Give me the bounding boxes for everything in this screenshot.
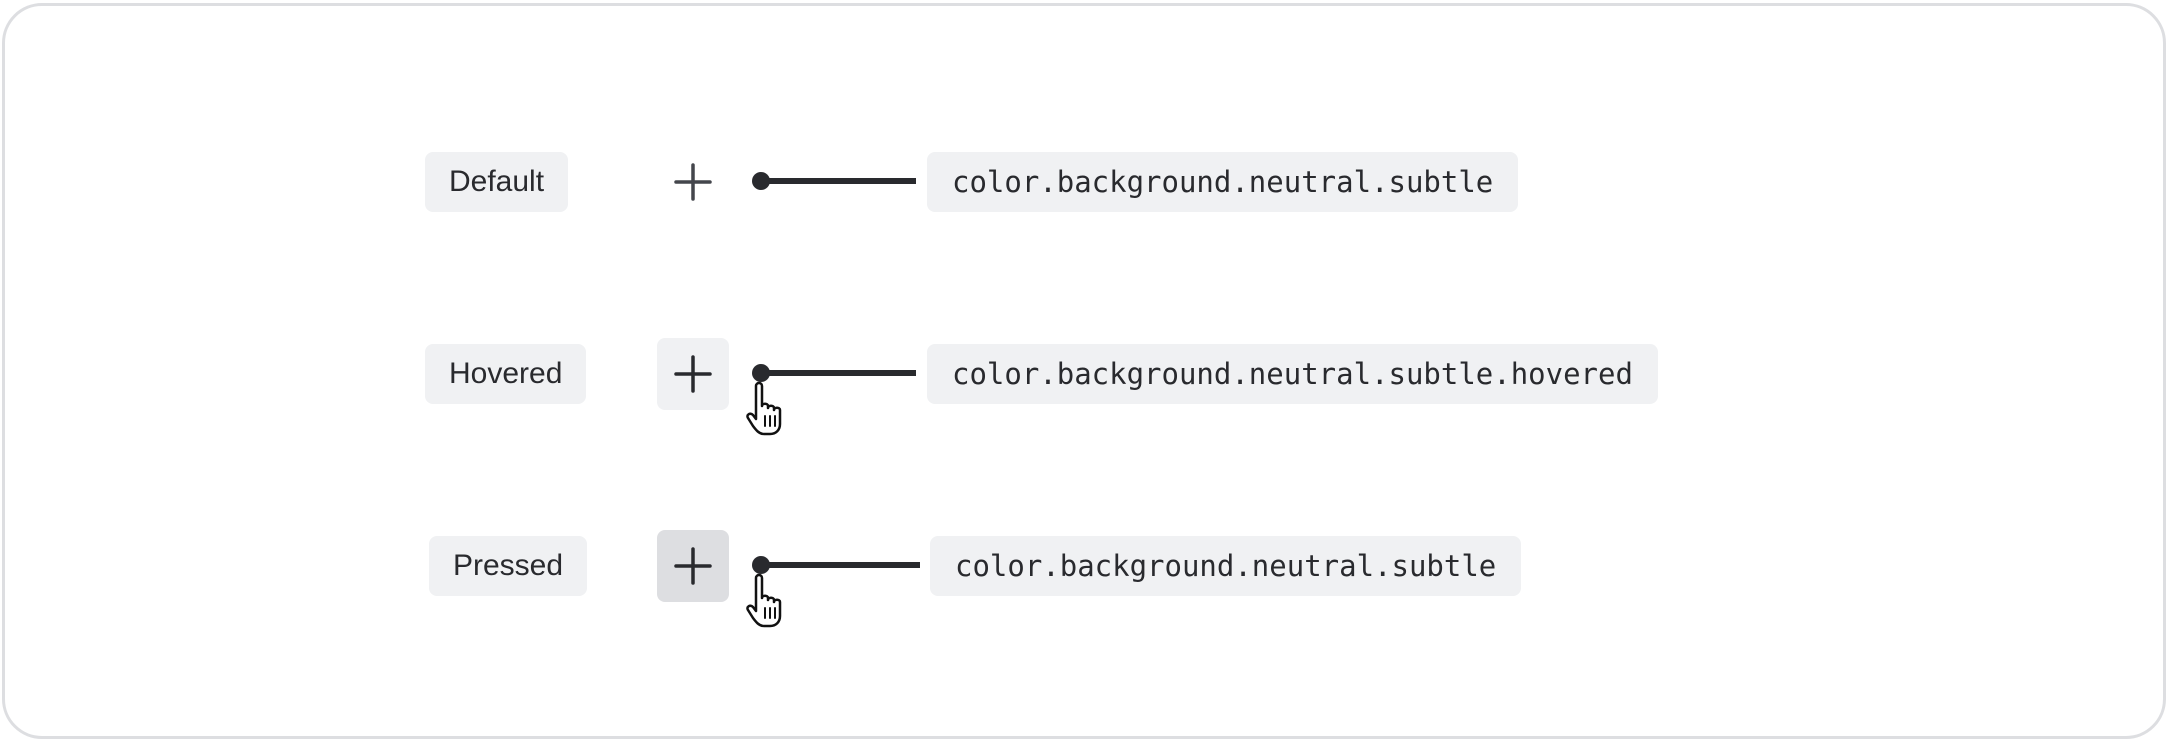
hand-pointer-cursor-icon <box>746 381 782 436</box>
token-default: color.background.neutral.subtle <box>927 152 1519 212</box>
state-label-pressed: Pressed <box>429 536 588 596</box>
plus-icon <box>674 547 712 585</box>
plus-icon <box>674 355 712 393</box>
plus-icon <box>674 163 712 201</box>
connector-pressed <box>752 554 920 576</box>
token-hovered: color.background.neutral.subtle.hovered <box>927 344 1658 404</box>
plus-button-default[interactable] <box>657 146 729 218</box>
connector-line <box>761 370 916 376</box>
state-label-default: Default <box>425 152 569 212</box>
state-label-hovered: Hovered <box>425 344 587 404</box>
connector-line <box>761 178 916 184</box>
plus-button-pressed[interactable] <box>657 530 729 602</box>
connector-line <box>761 562 920 568</box>
token-pressed: color.background.neutral.subtle <box>930 536 1522 596</box>
connector-default <box>752 170 916 192</box>
plus-button-hovered[interactable] <box>657 338 729 410</box>
connector-hovered <box>752 362 916 384</box>
hand-pointer-cursor-icon <box>746 573 782 628</box>
